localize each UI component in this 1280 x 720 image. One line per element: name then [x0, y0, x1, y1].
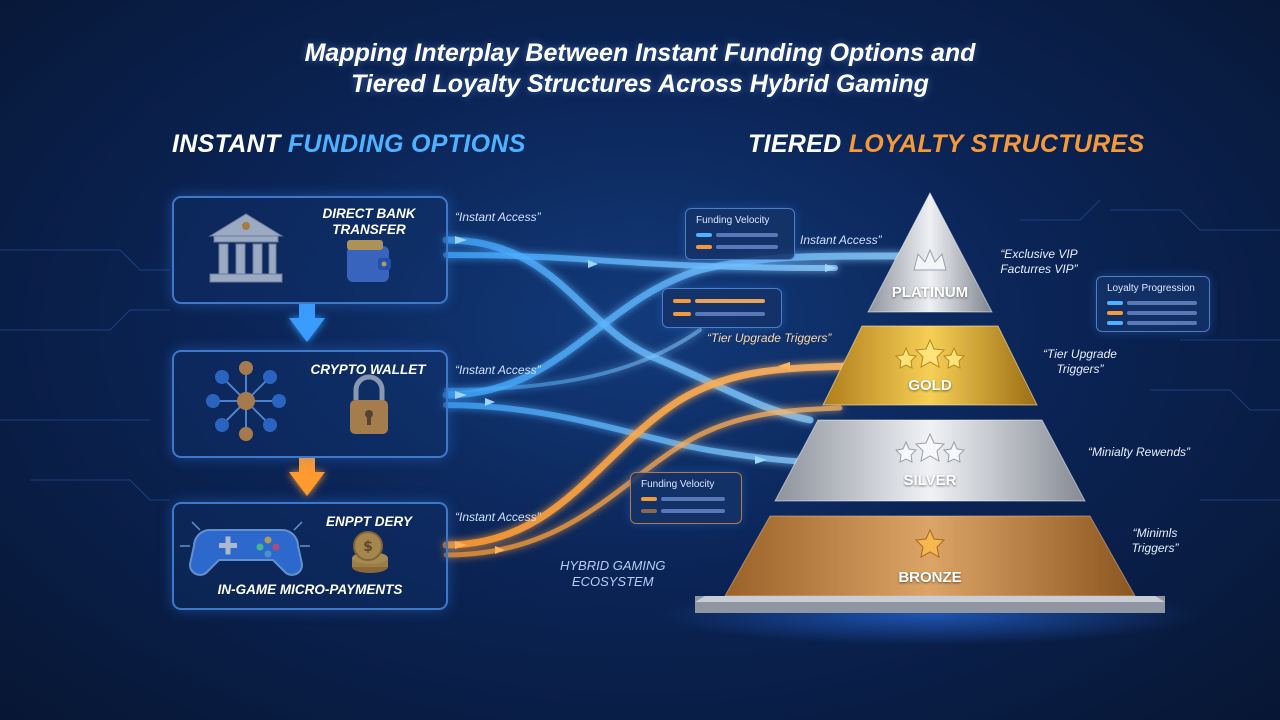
loyalty-progression-panel: Loyalty Progression [1096, 276, 1210, 332]
tier-gold-label: GOLD [908, 377, 952, 394]
hybrid-gaming-ecosystem-label: HYBRID GAMING ECOSYSTEM [560, 558, 666, 589]
title-line-1: Mapping Interplay Between Instant Fundin… [304, 39, 976, 67]
padlock-icon [350, 374, 388, 434]
funding-heading-part2: FUNDING OPTIONS [287, 130, 526, 158]
micro-payments-top-label: ENPPT DERY [325, 514, 413, 529]
funding-options-heading: INSTANT FUNDING OPTIONS [172, 130, 526, 159]
platinum-side-note: “Exclusive VIP Facturres VIP” [1000, 247, 1078, 276]
card-crypto-wallet: CRYPTO WALLET [172, 350, 448, 458]
loyalty-progression-title: Loyalty Progression [1107, 283, 1195, 294]
velocity-bar [641, 509, 657, 513]
gold-stars-icon [894, 338, 966, 369]
card-direct-bank-transfer: DIRECT BANK TRANSFER [172, 196, 448, 304]
crypto-network-icon [206, 361, 286, 441]
velocity-bar [696, 233, 712, 237]
instant-access-label-1: “Instant Access” [455, 210, 541, 224]
crown-icon [913, 248, 947, 271]
funding-velocity-title: Funding Velocity [641, 479, 715, 490]
instant-access-label-3: “Instant Access” [455, 363, 541, 377]
velocity-bar [661, 509, 725, 513]
velocity-bar [696, 245, 712, 249]
velocity-panel-mid [662, 288, 782, 328]
bronze-star-icon [914, 528, 946, 558]
velocity-bar [716, 245, 778, 249]
progression-bar [1127, 311, 1197, 315]
progression-bar [1127, 301, 1197, 305]
loyalty-heading-part1: TIERED [748, 130, 842, 158]
funding-heading-part1: INSTANT [172, 130, 281, 158]
velocity-bar [673, 299, 691, 303]
card-in-game-micro-payments: ENPPT DERY IN-GAME MICRO-PAYMENTS [172, 502, 448, 610]
blue-funding-flows [442, 236, 904, 465]
gold-side-note: “Tier Upgrade Triggers” [1043, 347, 1117, 376]
bank-transfer-label: DIRECT BANK TRANSFER [322, 206, 416, 237]
tier-silver-label: SILVER [903, 472, 957, 489]
silver-side-note: “Minialty Rewends” [1087, 445, 1191, 459]
tier-bronze-label: BRONZE [898, 569, 962, 586]
page-title: Mapping Interplay Between Instant Fundin… [0, 38, 1280, 100]
wallet-icon [347, 240, 391, 282]
orange-arrowheads [455, 362, 790, 554]
progression-bar [1107, 311, 1123, 315]
tier-upgrade-flow-label: “Tier Upgrade Triggers” [707, 331, 832, 345]
svg-text:$: $ [363, 539, 373, 555]
bronze-side-note: “Minimls Triggers” [1131, 526, 1179, 555]
down-arrow-blue-icon [289, 302, 325, 342]
flow-arrowheads [455, 236, 837, 464]
velocity-bar [716, 233, 778, 237]
progression-bar [1107, 321, 1123, 325]
coin-stack-icon: $ [352, 531, 388, 573]
velocity-bar [673, 312, 691, 316]
funding-velocity-panel-top: Funding Velocity [685, 208, 795, 260]
velocity-bar [661, 497, 725, 501]
loyalty-structures-heading: TIERED LOYALTY STRUCTURES [748, 130, 1144, 159]
crypto-wallet-label: CRYPTO WALLET [310, 362, 426, 377]
velocity-bar [695, 312, 765, 316]
velocity-bar [641, 497, 657, 501]
circuit-lines [0, 199, 1280, 501]
instant-access-label-2: Instant Access” [800, 233, 882, 247]
loyalty-pyramid [695, 191, 1165, 613]
orange-loyalty-flows [442, 362, 854, 558]
velocity-bar [695, 299, 765, 303]
down-arrow-orange-icon [289, 456, 325, 496]
loyalty-heading-part2: LOYALTY STRUCTURES [848, 130, 1145, 158]
funding-velocity-title: Funding Velocity [696, 215, 770, 226]
gamepad-icon [180, 521, 310, 576]
funding-velocity-panel-bottom: Funding Velocity [630, 472, 742, 524]
bank-icon [208, 213, 284, 283]
silver-stars-icon [894, 432, 966, 463]
progression-bar [1107, 301, 1123, 305]
micro-payments-label: IN-GAME MICRO-PAYMENTS [217, 582, 403, 597]
title-line-2: Tiered Loyalty Structures Across Hybrid … [351, 70, 929, 98]
progression-bar [1127, 321, 1197, 325]
tier-silver-shape [774, 419, 1086, 502]
tier-gold-shape [822, 325, 1038, 406]
instant-access-label-4: “Instant Access” [455, 510, 541, 524]
tier-platinum-label: PLATINUM [891, 284, 969, 301]
